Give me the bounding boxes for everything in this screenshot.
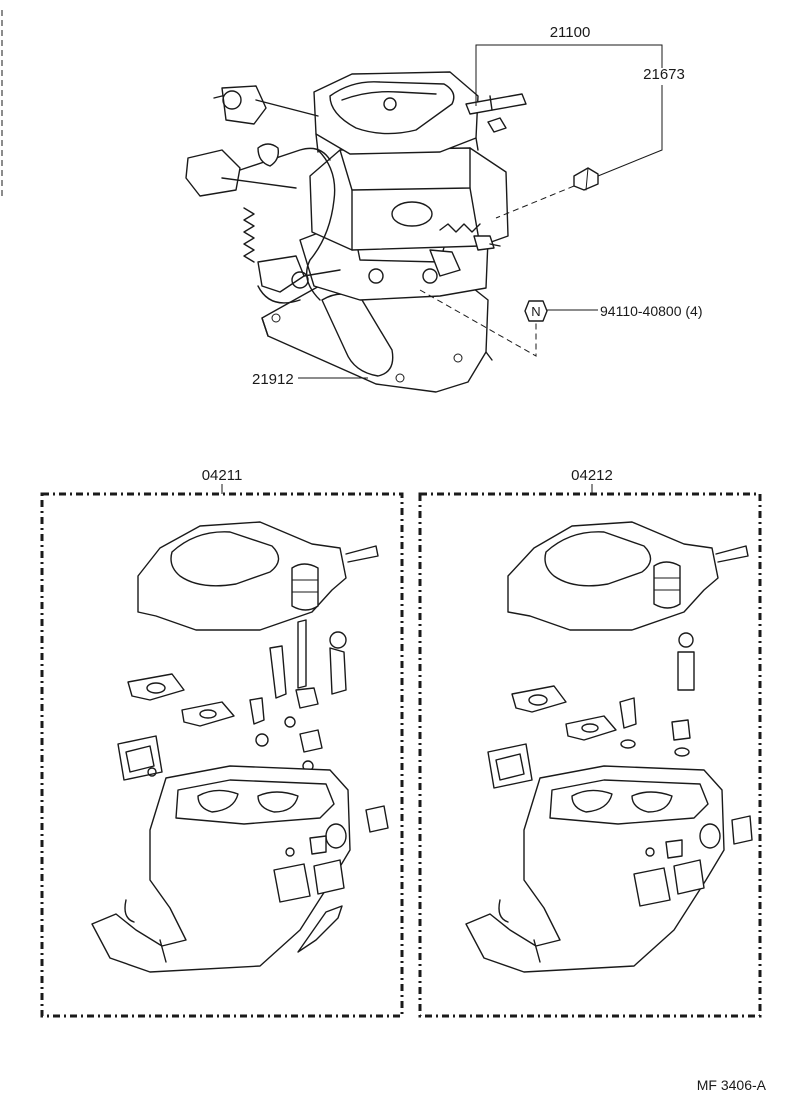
kit-04212-exploded-parts — [465, 521, 753, 973]
leader-dashed-21673 — [495, 185, 575, 219]
nut-symbol-letter: N — [531, 304, 540, 319]
carburetor-assembly-drawing — [185, 71, 527, 393]
kit-box-04212 — [418, 492, 762, 1018]
leader-21673 — [597, 85, 663, 177]
part-number-21673: 21673 — [643, 66, 685, 83]
part-number-21912: 21912 — [252, 371, 294, 388]
leader-21100 — [475, 44, 663, 106]
part-number-21100: 21100 — [550, 24, 591, 41]
kit-label-04212: 04212 — [571, 467, 613, 484]
kit-04211-exploded-parts — [91, 521, 389, 973]
kit-box-04211 — [40, 492, 404, 1018]
nut-hex-symbol — [524, 300, 548, 322]
figure-code: MF 3406-A — [697, 1077, 767, 1093]
leader-dashed-nut — [419, 289, 537, 357]
kit-label-04211: 04211 — [202, 467, 243, 484]
part-number-94110-40800: 94110-40800 (4) — [600, 303, 702, 319]
